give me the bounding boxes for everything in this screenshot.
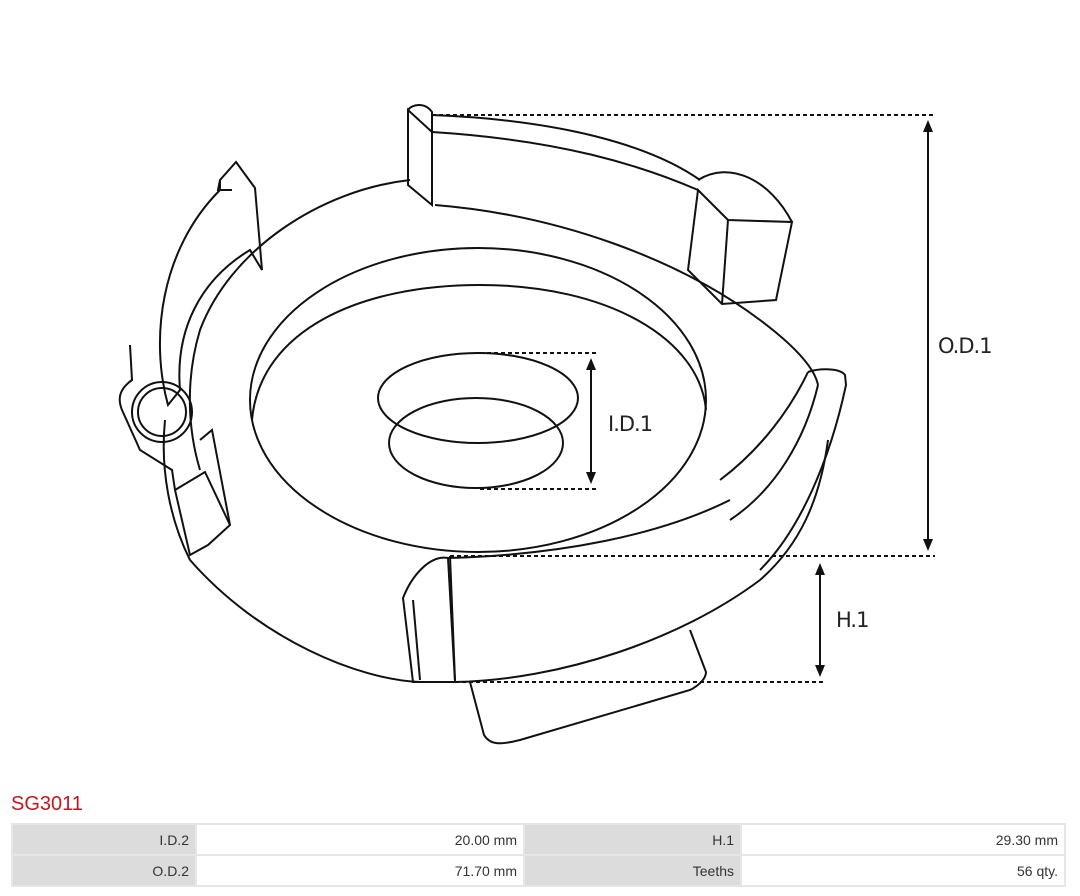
product-code-title: SG3011: [11, 793, 83, 815]
arrow-down-icon: [586, 472, 596, 484]
spec-label: H.1: [525, 825, 740, 854]
table-row: I.D.2 20.00 mm H.1 29.30 mm: [13, 825, 1064, 854]
spec-label: I.D.2: [13, 825, 195, 854]
spec-table: I.D.2 20.00 mm H.1 29.30 mm O.D.2 71.70 …: [11, 823, 1066, 887]
spec-value: 20.00 mm: [197, 825, 523, 854]
h1-label: H.1: [836, 608, 868, 632]
arrow-up-icon: [586, 358, 596, 370]
arrow-up-icon: [923, 120, 933, 132]
dimension-lines: [432, 114, 935, 683]
arrowheads: [586, 120, 933, 677]
arrow-down-icon: [815, 665, 825, 677]
part-outline: [118, 104, 848, 745]
spec-label: O.D.2: [13, 856, 195, 885]
spec-value: 56 qty.: [742, 856, 1064, 885]
spec-label: Teeths: [525, 856, 740, 885]
part-technical-drawing: O.D.1 I.D.1 H.1: [118, 104, 993, 745]
id1-label: I.D.1: [608, 412, 652, 436]
spec-value: 29.30 mm: [742, 825, 1064, 854]
arrow-up-icon: [815, 563, 825, 575]
arrow-down-icon: [923, 539, 933, 551]
spec-value: 71.70 mm: [197, 856, 523, 885]
od1-label: O.D.1: [938, 334, 992, 358]
table-row: O.D.2 71.70 mm Teeths 56 qty.: [13, 856, 1064, 885]
